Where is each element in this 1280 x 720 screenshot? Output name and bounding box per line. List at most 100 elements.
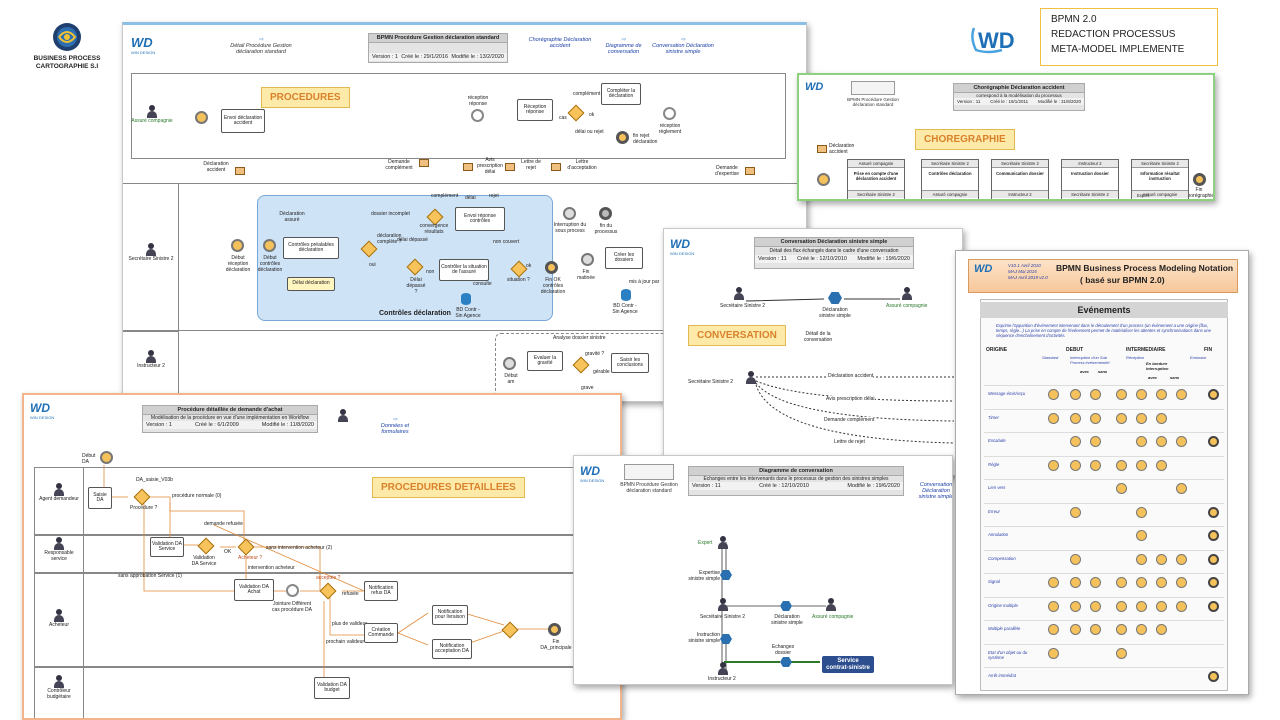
conversation-header-title: Conversation Déclaration sinistre simple	[755, 238, 913, 247]
notation-row-line	[984, 432, 1224, 433]
choreo-version: Version : 11	[957, 99, 981, 104]
diagram-conv-links	[721, 542, 826, 670]
notation-row-line	[984, 502, 1224, 504]
detailed-label-validation-service: Validation DA Service	[191, 555, 217, 567]
label-avis-prescription: Avis prescription délai	[477, 157, 503, 175]
procedures-tag: PROCEDURES	[261, 87, 350, 108]
wd-logo: WD	[966, 22, 1026, 56]
lane-instructeur-label-box	[123, 331, 179, 401]
detailed-task-validation-service[interactable]: Validation DA Service	[150, 537, 184, 557]
task-envoi-declaration[interactable]: Envoi déclaration accident	[221, 109, 265, 133]
task-reception-reponse[interactable]: Réception réponse	[517, 99, 553, 121]
diagram-conv-link-right[interactable]: Conversation Déclaration sinistre simple	[918, 482, 953, 500]
label-convergence: convergence résultats	[419, 223, 449, 235]
choreo-modified: Modifié le : 31/8/2020	[1037, 99, 1081, 104]
detailed-task-creation-commande[interactable]: Création Commande	[364, 623, 398, 643]
detailed-tag: PROCEDURES DETAILLEES	[372, 477, 525, 498]
notation-event-icon	[1208, 530, 1219, 541]
notation-event-icon	[1136, 389, 1147, 400]
detailed-header: Procédure détaillée de demande d'achat M…	[142, 405, 318, 433]
start-event-1	[195, 111, 208, 124]
label-delai-rejet: délai ou rejet	[575, 129, 604, 135]
notation-event-icon	[1070, 436, 1081, 447]
choreo-step-top: Instructeur 2	[1062, 160, 1118, 168]
task-controler-situation[interactable]: Contrôler la situation de l'assuré	[439, 259, 489, 281]
detailed-task-validation-budget[interactable]: Validation DA budget	[314, 677, 350, 699]
choreo-start-msg	[817, 145, 827, 153]
notation-row-label: Règle	[988, 461, 1000, 467]
label-declaration-accident: Déclaration accident	[203, 161, 229, 173]
detailed-label-plus-valideur: plus de valideur	[332, 621, 368, 627]
diagram-conv-echanges-label: Echanges dossier	[771, 644, 795, 656]
detailed-label-debut: Début DA	[82, 453, 96, 465]
label-debut-am: Début am	[504, 373, 518, 385]
task-creer-dossiers[interactable]: Créer les dossiers	[605, 247, 643, 269]
link-detail-procedure[interactable]: ⇨Détail Procédure Gestion déclaration st…	[230, 37, 292, 55]
detailed-task-notif-acceptation[interactable]: Notification acceptation DA	[432, 639, 472, 659]
label-situation: situation ?	[507, 277, 530, 283]
notation-col-debut: DEBUT	[1066, 347, 1084, 353]
label-demande-complement: Demande complément	[385, 159, 413, 171]
detailed-lane-4-label: Contrôleur budgétaire	[36, 675, 82, 700]
diagram-conv-instructeur	[718, 662, 728, 675]
notation-event-icon	[1070, 600, 1081, 612]
diagram-conv-header-title: Diagramme de conversation	[689, 467, 903, 476]
notation-event-icon	[1048, 647, 1059, 659]
link-conversation-sinistre[interactable]: ⇨Conversation Déclaration sinistre simpl…	[652, 37, 714, 55]
db-contr-sin-2	[621, 289, 631, 301]
notation-event-icon	[1176, 483, 1187, 494]
notation-event-icon	[1208, 600, 1219, 612]
task-completer-declaration[interactable]: Compléter la déclaration	[601, 83, 641, 105]
label-bd-contr-1: BD Contr - Sin Agence	[455, 307, 481, 319]
task-envoi-reponse[interactable]: Envoi réponse contrôles	[455, 207, 505, 231]
detailed-task-validation-achat[interactable]: Validation DA Achat	[234, 579, 274, 601]
notation-event-icon	[1208, 506, 1219, 518]
task-controles-prealables[interactable]: Contrôles préalables déclaration	[283, 237, 339, 259]
choreo-link[interactable]: BPMN Procédure Gestion déclaration stand…	[847, 97, 899, 107]
detailed-task-notif-livraison[interactable]: Notification pour livraison	[432, 605, 468, 625]
task-delai-declaration[interactable]: Délai déclaration	[287, 277, 335, 291]
notation-event-icon	[1136, 459, 1147, 471]
company-logo	[47, 22, 87, 52]
notation-event-icon	[1136, 436, 1147, 447]
task-evaluer-gravite[interactable]: Evaluer la gravité	[527, 351, 563, 371]
detailed-label-ok: OK	[224, 549, 232, 555]
label-oui: oui	[369, 262, 376, 268]
detailed-label-saisie-v03b: DA_saisie_V03b	[136, 477, 173, 483]
choreo-header: Chorégraphie Déclaration accident corres…	[953, 83, 1085, 111]
label-fin-processus: fin du processus	[594, 223, 618, 235]
link-choregraphie[interactable]: Chorégraphie Déclaration accident	[528, 37, 592, 49]
detailed-link-donnees[interactable]: ⇨Données et formulaires	[380, 417, 410, 435]
task-saisir-conclusions[interactable]: Saisir les conclusions	[611, 353, 649, 373]
notation-card: WD V10.1 Avril 2010 MAJ Mai 2015 MAJ Avr…	[955, 250, 1249, 695]
notation-event-icon	[1136, 412, 1147, 424]
detailed-lane-label-col	[34, 467, 84, 718]
notation-col-origine: ORIGINE	[986, 347, 1008, 353]
label-reception-reglement: réception règlement	[658, 123, 682, 135]
notation-row-line	[984, 596, 1224, 598]
link-diagramme-conversation[interactable]: ⇨Diagramme de conversation	[605, 37, 642, 55]
label-debut-controles: Début contrôles déclaration	[257, 255, 283, 273]
notation-event-icon	[1070, 412, 1081, 424]
choreo-end-event	[1193, 173, 1206, 186]
choreo-step-top: Assuré compagnie	[848, 160, 904, 168]
notation-event-icon	[1116, 389, 1127, 400]
diagram-conv-link-left[interactable]: BPMN Procédure Gestion déclaration stand…	[620, 482, 678, 494]
notation-event-icon	[1090, 624, 1101, 635]
notation-event-icon	[1048, 624, 1059, 635]
notation-sub-sans: sans	[1098, 369, 1108, 374]
notation-event-icon	[1070, 459, 1081, 471]
notation-event-icon	[1048, 412, 1059, 424]
notation-event-icon	[1136, 553, 1147, 565]
detailed-label-sans-intervention: sans intervention acheteur (2)	[266, 545, 333, 551]
detailed-task-notif-refus[interactable]: Notification refus DA	[364, 581, 398, 601]
msg-declaration-accident	[235, 167, 245, 175]
detailed-task-saisie[interactable]: Saisie DA	[88, 487, 112, 509]
